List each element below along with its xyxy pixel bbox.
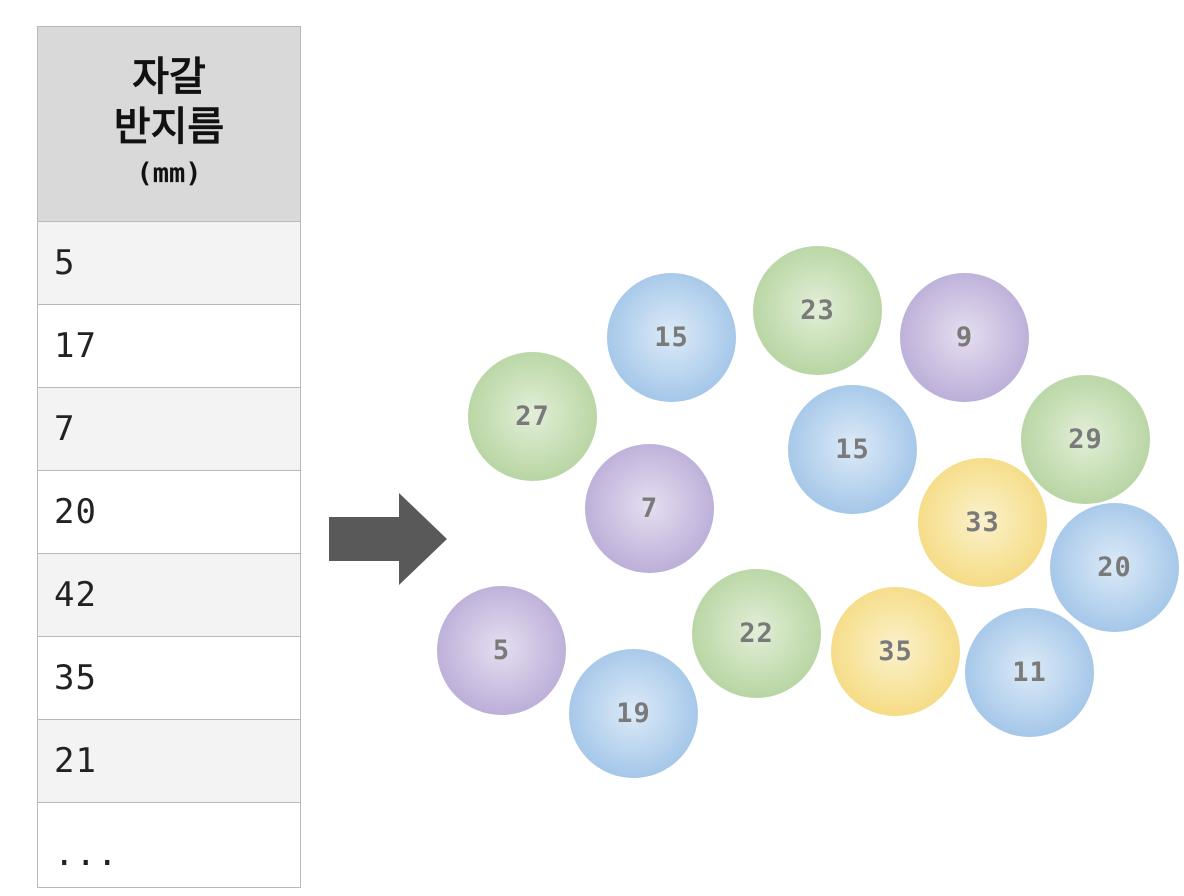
pebble-ball: 23 (753, 246, 882, 375)
table-header: 자갈 반지름 (mm) (38, 27, 300, 222)
pebble-ball: 9 (900, 273, 1029, 402)
pebble-ball: 5 (437, 586, 566, 715)
pebble-radius-table: 자갈 반지름 (mm) 5 17 7 20 42 35 21 ... (37, 26, 301, 888)
right-arrow-icon (329, 493, 447, 585)
pebble-ball: 35 (831, 587, 960, 716)
table-row-ellipsis: ... (38, 803, 300, 887)
header-line-2: 반지름 (113, 104, 225, 150)
table-row: 21 (38, 720, 300, 803)
pebble-ball: 20 (1050, 503, 1179, 632)
table-row: 35 (38, 637, 300, 720)
pebble-ball: 7 (585, 444, 714, 573)
pebble-ball: 15 (788, 385, 917, 514)
pebble-ball: 22 (692, 569, 821, 698)
table-row: 42 (38, 554, 300, 637)
pebble-ball: 15 (607, 273, 736, 402)
table-row: 5 (38, 222, 300, 305)
pebble-ball: 19 (569, 649, 698, 778)
pebble-ball: 33 (918, 458, 1047, 587)
header-unit: (mm) (136, 158, 202, 189)
pebble-ball: 11 (965, 608, 1094, 737)
pebble-ball: 27 (468, 352, 597, 481)
pebble-ball: 29 (1021, 375, 1150, 504)
table-row: 17 (38, 305, 300, 388)
header-line-1: 자갈 (132, 54, 206, 100)
table-row: 7 (38, 388, 300, 471)
table-row: 20 (38, 471, 300, 554)
table-body: 5 17 7 20 42 35 21 ... (38, 222, 300, 887)
